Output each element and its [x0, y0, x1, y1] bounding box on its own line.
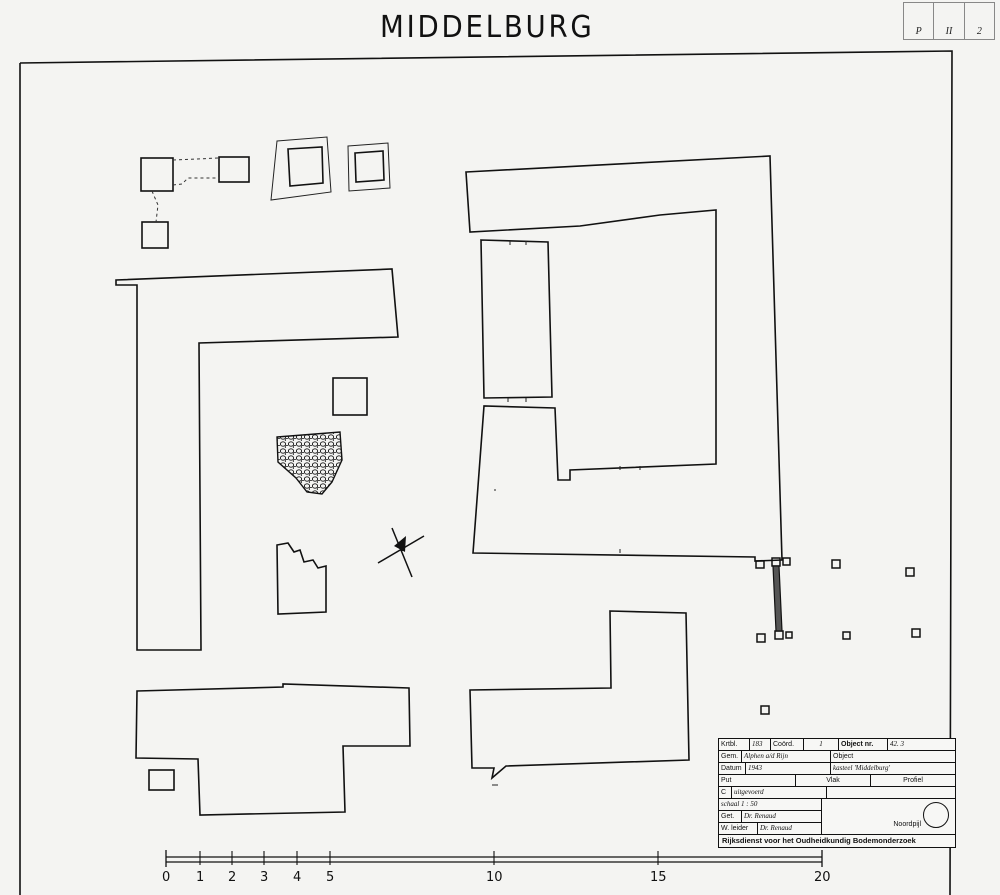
title-block-row: Gem. Alphen a/d Rijn Object — [719, 751, 955, 763]
east-building-joints — [494, 241, 641, 553]
tower-b-inner — [354, 150, 385, 183]
c-label: C — [719, 787, 732, 798]
scale-tick-label: 3 — [260, 870, 269, 885]
put-label: Put — [719, 775, 796, 786]
title-block-row: Krtbl. 183 Coörd. 1 Object nr. 42. 3 — [719, 739, 955, 751]
wleider-value: Dr. Renaud — [760, 824, 792, 832]
institution-name: Rijksdienst voor het Oudheidkundig Bodem… — [722, 836, 916, 845]
noordpijl-label: Noordpijl — [893, 821, 921, 828]
north-arrow-circle — [923, 802, 949, 828]
west-wing-foundation — [115, 268, 399, 651]
stamp-cell-3: 2 — [965, 3, 994, 39]
stamp-cell-1-text: P — [915, 26, 922, 37]
cobble-pavement — [276, 431, 343, 495]
stamp-cell-2: II — [934, 3, 965, 39]
object-label: Object — [833, 753, 854, 760]
scale-tick-label: 5 — [326, 870, 335, 885]
coord-value: 1 — [804, 739, 839, 750]
wleider-label: W. leider — [719, 823, 758, 834]
tower-b-outer — [347, 142, 391, 192]
kbl-value: 183 — [750, 739, 771, 750]
east-building-foundation — [465, 155, 783, 562]
stamp-cell-3-text: 2 — [976, 26, 982, 37]
scale-tick-label: 0 — [162, 870, 171, 885]
scale-tick-label: 10 — [486, 870, 503, 885]
title-block-row: schaal 1 : 50 — [719, 799, 821, 811]
title-block-row: Get. Dr. Renaud — [719, 811, 821, 823]
datum-value: 1943 — [746, 763, 831, 774]
south-building-foundation — [469, 610, 690, 781]
scale-tick-label: 20 — [814, 870, 831, 885]
object-value: kasteel 'Middelburg' — [833, 764, 890, 772]
kbl-label: Krtbl. — [719, 739, 750, 750]
title-block-row: C uitgevoerd — [719, 787, 955, 799]
foundation-block-w — [141, 221, 169, 249]
blank-cell — [827, 787, 955, 798]
scale-tick-label: 4 — [293, 870, 302, 885]
drawing-title: MIDDELBURG — [380, 10, 595, 45]
title-block: Krtbl. 183 Coörd. 1 Object nr. 42. 3 Gem… — [718, 738, 956, 848]
coord-label: Coörd. — [771, 739, 804, 750]
scale-tick-label: 15 — [650, 870, 667, 885]
title-block-row: W. leider Dr. Renaud — [719, 823, 821, 834]
tower-a-inner — [287, 146, 324, 187]
title-block-row: Datum 1943 kasteel 'Middelburg' — [719, 763, 955, 775]
post-holes — [755, 557, 921, 715]
object-nr-value: 42. 3 — [890, 740, 904, 748]
get-value: Dr. Renaud — [744, 812, 776, 820]
gem-value: Alphen a/d Rijn — [742, 751, 831, 762]
foundation-block-n — [218, 156, 250, 183]
title-block-row: Put Vlak Profiel — [719, 775, 955, 787]
timber-beam — [772, 565, 783, 632]
get-label: Get. — [719, 811, 742, 822]
north-arrow-symbol — [377, 527, 425, 578]
sheet-frame — [19, 50, 953, 895]
archive-stamp: P II 2 — [903, 2, 995, 40]
scale-tick-label: 2 — [228, 870, 237, 885]
ruined-wall-fragment — [276, 542, 327, 615]
sw-small-pier — [148, 769, 175, 791]
foundation-block-nw — [140, 157, 174, 192]
title-block-left-col: schaal 1 : 50 Get. Dr. Renaud W. leider … — [719, 799, 822, 834]
stamp-cell-1: P — [904, 3, 935, 39]
title-block-lower: schaal 1 : 50 Get. Dr. Renaud W. leider … — [719, 799, 955, 835]
tower-a-outer — [270, 136, 332, 201]
sw-building-foundation — [135, 683, 411, 816]
north-arrow-box: Noordpijl — [822, 799, 955, 832]
profiel-label: Profiel — [903, 777, 923, 784]
scale-tick-label: 1 — [196, 870, 205, 885]
object-nr-label: Object nr. — [839, 739, 888, 750]
c-value: uitgevoerd — [732, 787, 827, 798]
datum-label: Datum — [719, 763, 746, 774]
scale-bar — [165, 850, 823, 867]
schaal-value: schaal 1 : 50 — [721, 800, 758, 808]
gem-label: Gem. — [719, 751, 742, 762]
stamp-cell-2-text: II — [945, 26, 953, 37]
east-building-inner-room — [480, 239, 553, 399]
courtyard-pier — [332, 377, 368, 416]
connecting-wall-trace — [151, 157, 220, 223]
vlak-label: Vlak — [796, 775, 871, 786]
